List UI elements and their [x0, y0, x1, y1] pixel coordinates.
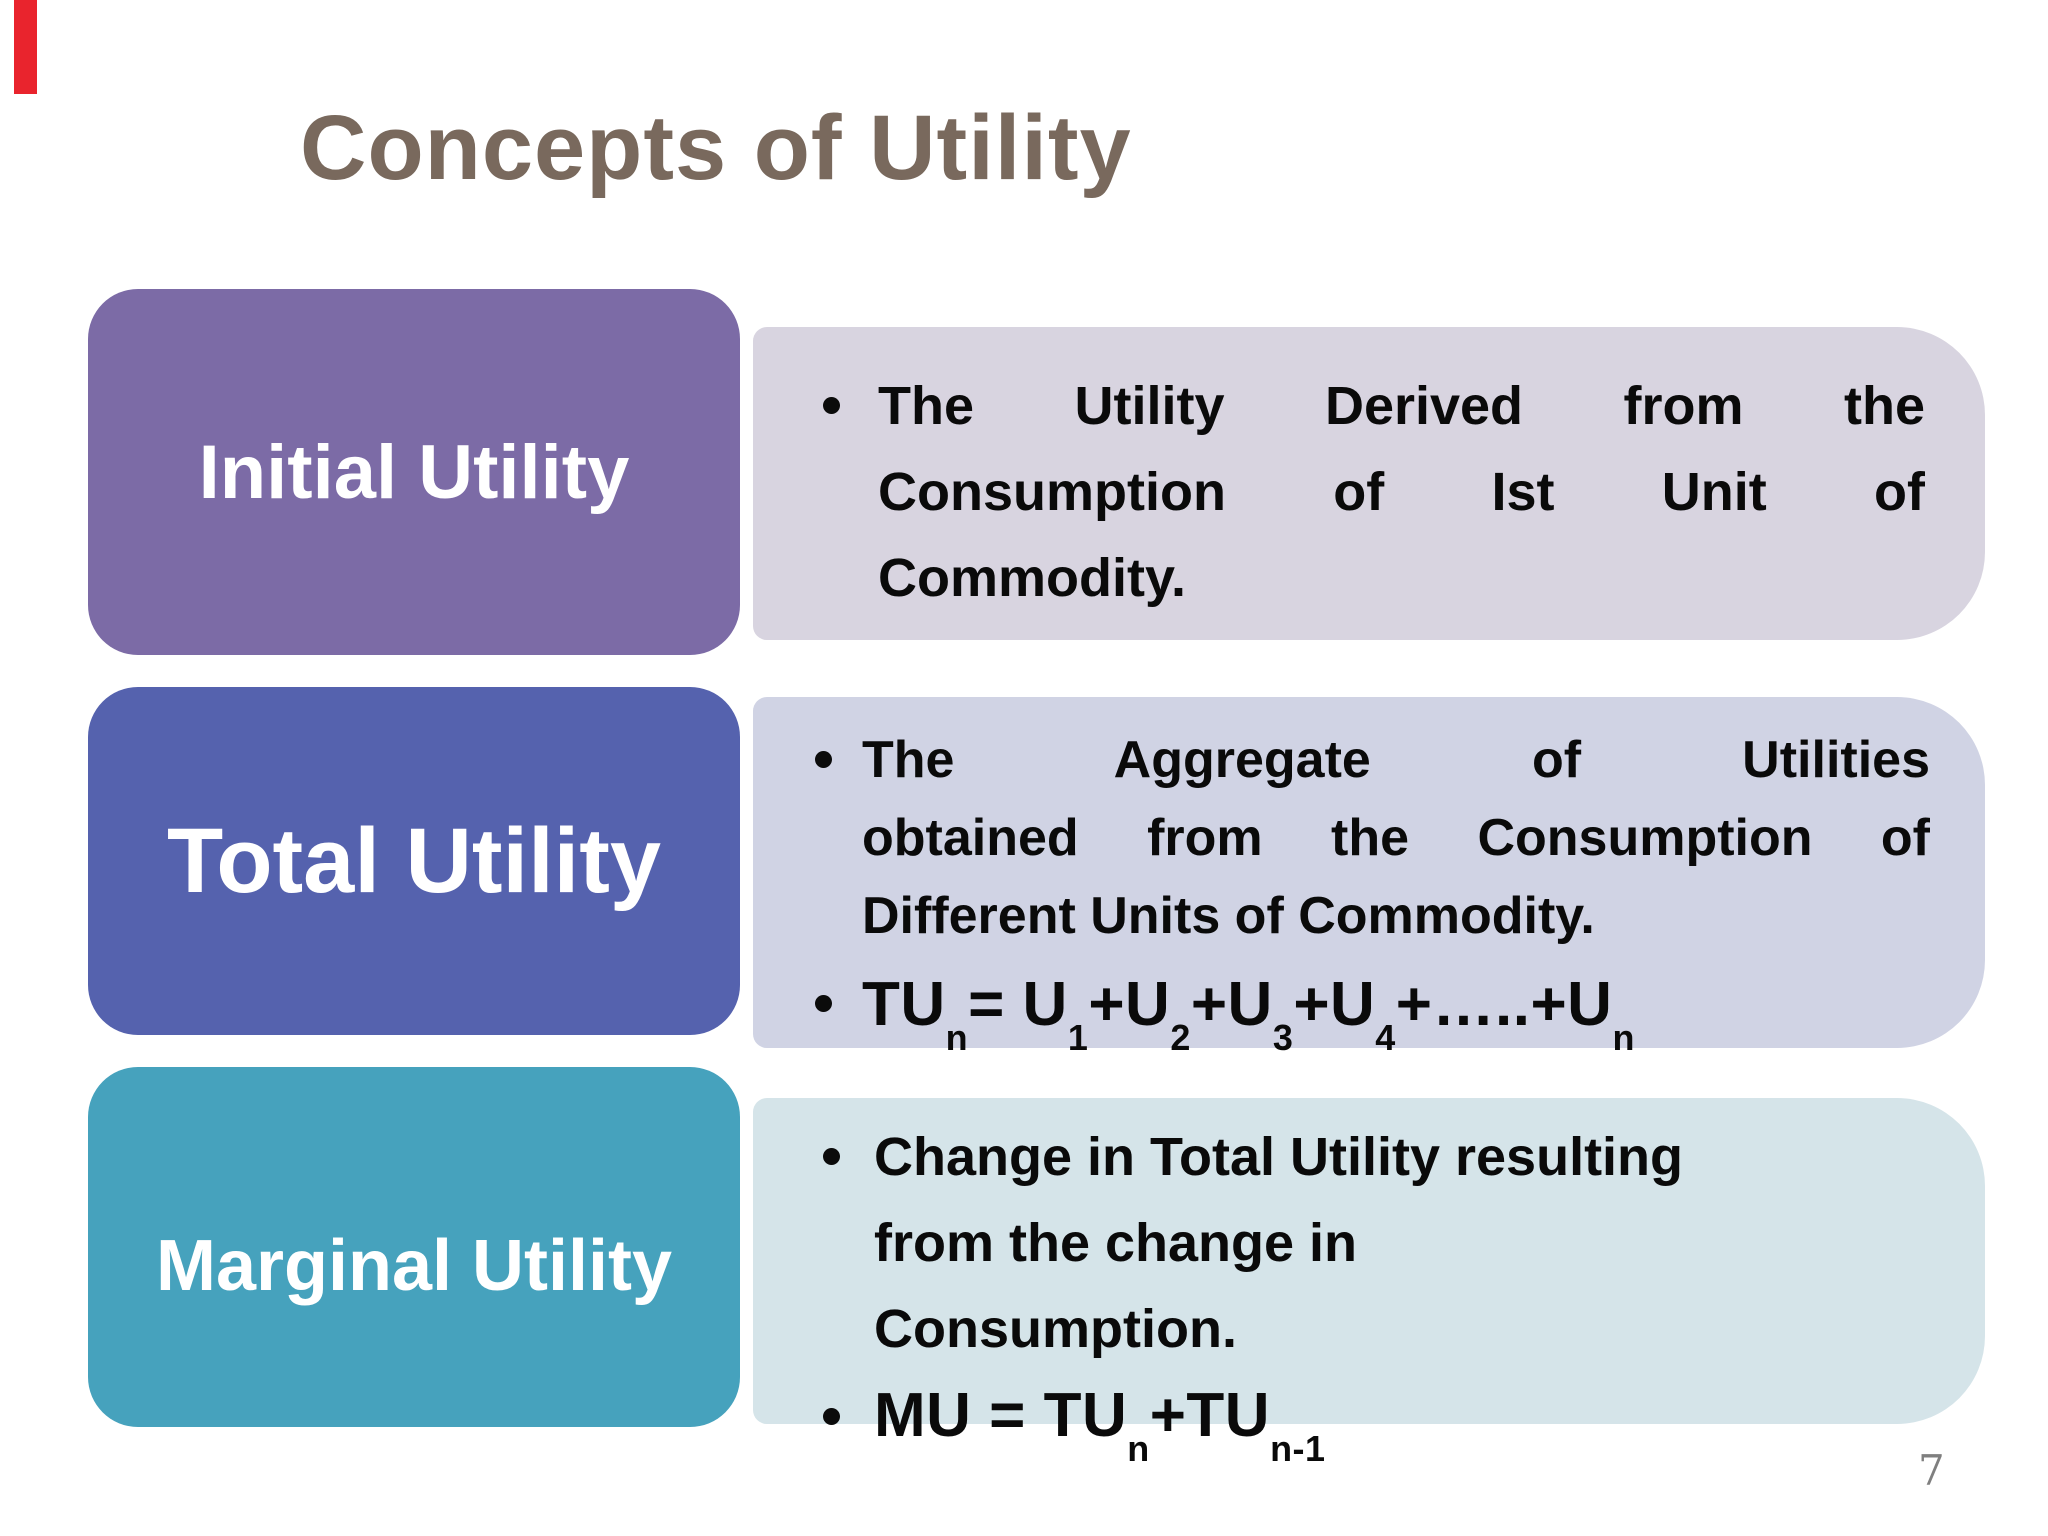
- marginal-utility-description-box: Change in Total Utility resulting from t…: [753, 1098, 1985, 1466]
- bullet-text: Change in Total Utility resulting from t…: [874, 1114, 1930, 1372]
- bullet-item: Change in Total Utility resulting from t…: [823, 1114, 1930, 1372]
- bullet-line: Commodity.: [878, 548, 1186, 608]
- bullet-line: The Aggregate of Utilities: [862, 731, 1930, 789]
- bullet-dot-icon: [823, 397, 840, 414]
- marginal-utility-label-box: Marginal Utility: [88, 1067, 740, 1427]
- bullet-line: obtained from the Consumption of: [862, 809, 1930, 867]
- bullet-dot-icon: [823, 1148, 840, 1165]
- total-utility-label-box: Total Utility: [88, 687, 740, 1035]
- bullet-line: The Utility Derived from the: [878, 376, 1925, 436]
- bullet-item: The Aggregate of Utilities obtained from…: [815, 721, 1930, 955]
- red-accent-bar: [14, 0, 37, 94]
- bullet-line: Different Units of Commodity.: [862, 887, 1595, 945]
- bullet-text: The Aggregate of Utilities obtained from…: [862, 721, 1930, 955]
- bullet-dot-icon: [815, 995, 832, 1012]
- marginal-utility-label: Marginal Utility: [155, 1226, 673, 1306]
- bullet-line: Consumption of Ist Unit of: [878, 462, 1925, 522]
- initial-utility-label: Initial Utility: [198, 429, 630, 515]
- bullet-item: The Utility Derived from the Consumption…: [823, 363, 1925, 621]
- initial-utility-label-box: Initial Utility: [88, 289, 740, 655]
- total-utility-label: Total Utility: [166, 809, 662, 912]
- bullet-line: Consumption.: [874, 1299, 1237, 1359]
- bullet-item: MU = TUn+TUn-1: [823, 1376, 1930, 1469]
- bullet-dot-icon: [815, 751, 832, 768]
- marginal-utility-formula: MU = TUn+TUn-1: [874, 1381, 1326, 1469]
- bullet-text: The Utility Derived from the Consumption…: [878, 363, 1925, 621]
- bullet-line: Change in Total Utility resulting: [874, 1127, 1684, 1187]
- total-utility-description-box: The Aggregate of Utilities obtained from…: [753, 697, 1985, 1058]
- total-utility-formula: TUn= U1+U2+U3+U4+…..+Un: [862, 970, 1635, 1058]
- bullet-line: from the change in: [874, 1213, 1358, 1273]
- initial-utility-description-box: The Utility Derived from the Consumption…: [753, 327, 1985, 640]
- bullet-item: TUn= U1+U2+U3+U4+…..+Un: [815, 965, 1930, 1058]
- bullet-dot-icon: [823, 1408, 840, 1425]
- page-title: Concepts of Utility: [300, 97, 1132, 199]
- page-number: 7: [1918, 1446, 1945, 1495]
